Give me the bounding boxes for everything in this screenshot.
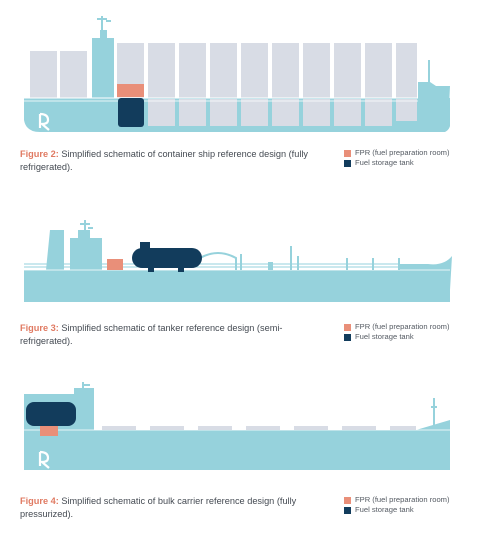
hatch-covers xyxy=(102,426,416,430)
figure-2-label: Figure 2: xyxy=(20,149,59,159)
deck-containers-forward xyxy=(117,43,417,99)
fpr-legend-label: FPR (fuel preparation room) xyxy=(355,322,450,331)
figure-2-caption: Figure 2: Simplified schematic of contai… xyxy=(20,148,330,173)
fpr-swatch xyxy=(344,323,351,331)
fuel-storage-tank xyxy=(26,402,76,426)
fpr-room xyxy=(117,84,144,97)
tanker-schematic xyxy=(24,220,452,302)
bulk-carrier-schematic xyxy=(24,382,450,470)
fpr-swatch xyxy=(344,496,351,504)
rudder-mark xyxy=(38,112,50,131)
tank-legend-label: Fuel storage tank xyxy=(355,505,414,514)
figure-3-legend: FPR (fuel preparation room) Fuel storage… xyxy=(344,322,450,342)
tank-swatch xyxy=(344,159,351,167)
tanker-superstructure xyxy=(46,220,102,270)
tanker-hull xyxy=(24,270,450,302)
rudder-mark xyxy=(38,450,50,469)
fuel-line xyxy=(199,252,237,270)
tank-legend-label: Fuel storage tank xyxy=(355,332,414,341)
tank-swatch xyxy=(344,506,351,514)
tank-legend-label: Fuel storage tank xyxy=(355,158,414,167)
fpr-room xyxy=(107,259,123,270)
figure-3-text: Simplified schematic of tanker reference… xyxy=(20,323,283,346)
figure-4-caption: Figure 4: Simplified schematic of bulk c… xyxy=(20,495,330,520)
figure-4-legend: FPR (fuel preparation room) Fuel storage… xyxy=(344,495,450,515)
fpr-swatch xyxy=(344,149,351,157)
tank-swatch xyxy=(344,333,351,341)
bulk-hull xyxy=(24,430,450,470)
fpr-legend-label: FPR (fuel preparation room) xyxy=(355,148,450,157)
deck-rails xyxy=(24,263,400,268)
figure-3-caption: Figure 3: Simplified schematic of tanker… xyxy=(20,322,330,347)
fuel-storage-tank xyxy=(118,98,144,127)
bridge-superstructure xyxy=(92,16,114,100)
fpr-legend-label: FPR (fuel preparation room) xyxy=(355,495,450,504)
figure-3-label: Figure 3: xyxy=(20,323,59,333)
figure-4-label: Figure 4: xyxy=(20,496,59,506)
container-ship-schematic xyxy=(24,16,450,132)
figure-2-text: Simplified schematic of container ship r… xyxy=(20,149,308,172)
fpr-room xyxy=(40,426,58,436)
fuel-storage-tank xyxy=(132,242,202,272)
figure-2-legend: FPR (fuel preparation room) Fuel storage… xyxy=(344,148,450,168)
deck-posts xyxy=(240,246,400,270)
figure-4-text: Simplified schematic of bulk carrier ref… xyxy=(20,496,297,519)
hold-containers xyxy=(148,99,417,126)
deck-containers-aft xyxy=(30,51,87,99)
